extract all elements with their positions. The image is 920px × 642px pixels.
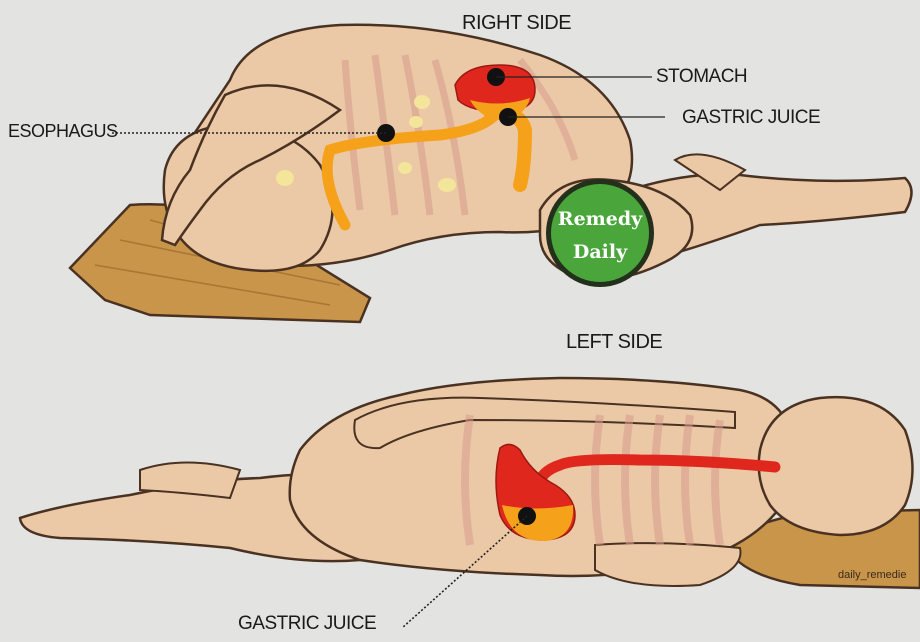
- remedy-daily-badge: Remedy Daily: [546, 179, 654, 287]
- badge-line2: Daily: [573, 241, 628, 263]
- right-side-figure: Remedy Daily: [70, 25, 912, 322]
- watermark: daily_remedie: [838, 569, 906, 581]
- left-side-title: LEFT SIDE: [566, 331, 662, 354]
- left-side-head: [759, 397, 913, 535]
- right-side-title: RIGHT SIDE: [462, 12, 571, 35]
- left-gastric-juice-label: GASTRIC JUICE: [238, 613, 376, 635]
- left-side-figure: daily_remedie: [20, 378, 920, 628]
- gastric-juice-label: GASTRIC JUICE: [682, 107, 820, 129]
- stomach-label: STOMACH: [656, 66, 747, 88]
- esophagus-label: ESOPHAGUS: [8, 121, 118, 142]
- badge-line1: Remedy: [558, 208, 643, 230]
